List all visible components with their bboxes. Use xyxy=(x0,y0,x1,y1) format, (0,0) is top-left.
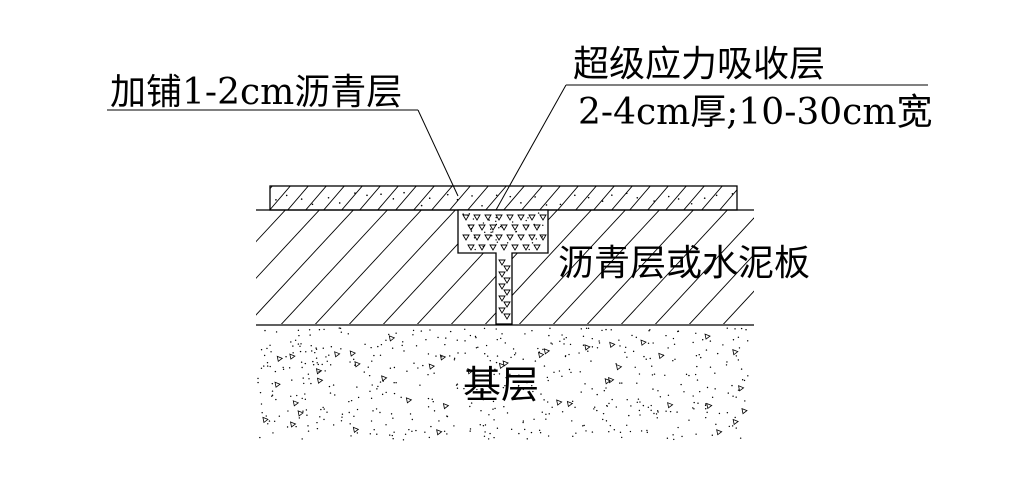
label-slab: 沥青层或水泥板 xyxy=(558,243,810,284)
leader-sami xyxy=(495,84,928,211)
label-sami-spec: 2-4cm厚;10-30cm宽 xyxy=(578,92,932,133)
label-overlay: 加铺1-2cm沥青层 xyxy=(110,72,402,113)
base-layer xyxy=(257,327,749,441)
label-sami: 超级应力吸收层 xyxy=(573,44,825,85)
overlay-asphalt-layer xyxy=(269,185,738,211)
stress-absorbing-layer xyxy=(457,209,549,325)
leader-overlay xyxy=(107,109,459,197)
label-base: 基层 xyxy=(463,363,539,407)
